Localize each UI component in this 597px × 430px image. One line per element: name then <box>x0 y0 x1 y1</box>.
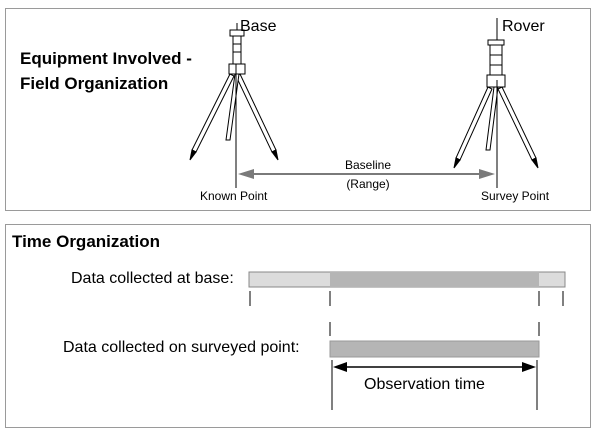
rover-data-label: Data collected on surveyed point: <box>63 339 300 356</box>
rover-label: Rover <box>502 18 545 35</box>
observation-time-label: Observation time <box>364 376 485 393</box>
base-tripod-icon <box>189 23 279 161</box>
known-point-label: Known Point <box>200 189 268 203</box>
observation-time-arrow <box>333 362 536 372</box>
base-data-bar <box>248 271 566 288</box>
time-heading: Time Organization <box>12 232 160 251</box>
survey-point-label: Survey Point <box>481 189 550 203</box>
field-heading-line1: Equipment Involved - <box>20 49 192 68</box>
baseline-range-label: (Range) <box>346 177 390 191</box>
field-heading-line2: Field Organization <box>20 74 169 93</box>
baseline-label: Baseline <box>344 158 392 172</box>
time-organization-panel <box>5 224 591 428</box>
rover-data-bar <box>329 340 540 358</box>
base-data-label: Data collected at base: <box>71 270 234 287</box>
rover-tripod-icon <box>453 18 539 169</box>
baseline-arrow <box>238 169 495 179</box>
base-label: Base <box>240 18 277 35</box>
